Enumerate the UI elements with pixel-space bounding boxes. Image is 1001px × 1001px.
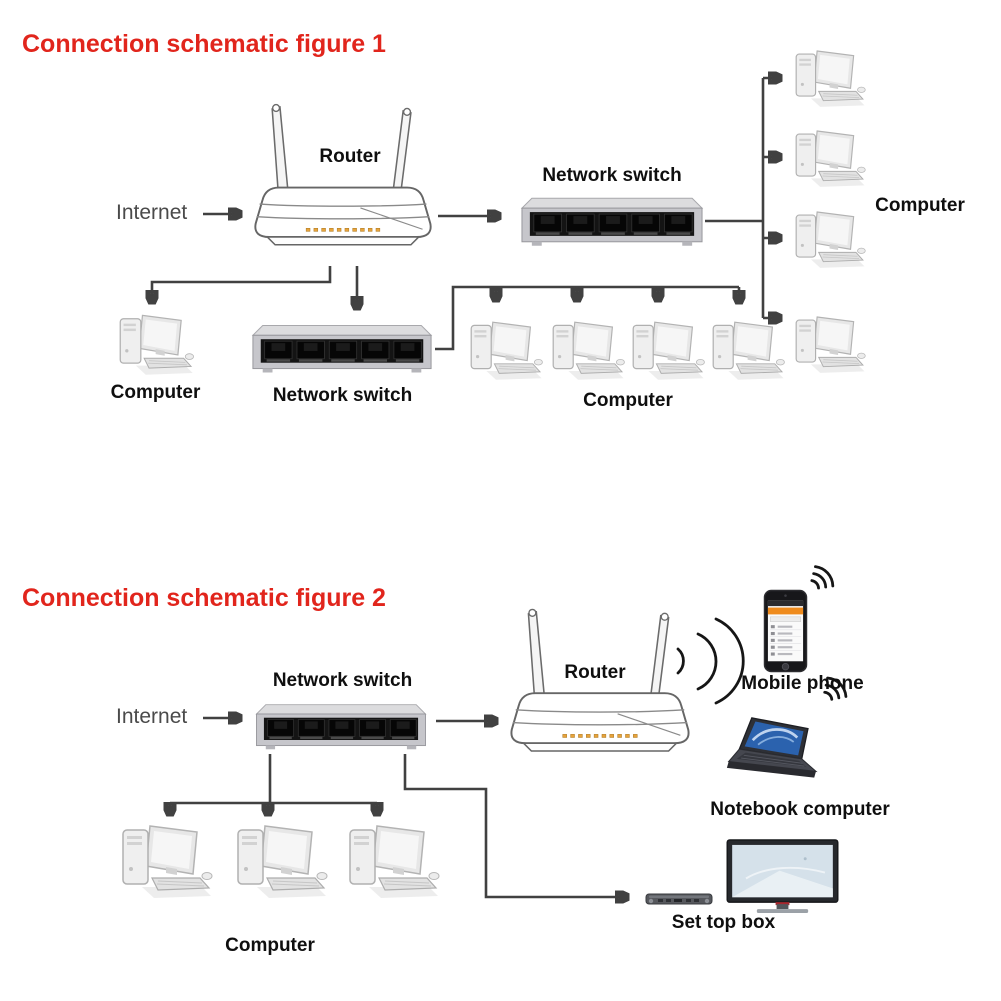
fig2-notebook-label: Notebook computer bbox=[710, 799, 890, 820]
fig1-middle-computer-2-icon bbox=[552, 321, 626, 381]
fig1-switch-to-right-computers-connector bbox=[705, 78, 780, 318]
fig2-router-label: Router bbox=[564, 662, 626, 683]
fig2-phone-wifi-waves-icon bbox=[810, 565, 835, 590]
fig2-computer-1-icon bbox=[122, 825, 213, 899]
fig2-set-top-box-icon bbox=[645, 893, 713, 905]
fig2-switch-to-settopbox-connector bbox=[403, 754, 627, 897]
fig2-set-top-box-label: Set top box bbox=[671, 912, 776, 933]
fig1-left-computer-icon bbox=[119, 314, 195, 376]
fig1-router-icon bbox=[254, 103, 432, 246]
fig1-right-computer-1-icon bbox=[795, 50, 866, 108]
fig2-notebook-computer-icon bbox=[726, 716, 818, 779]
fig2-mobile-phone-icon bbox=[763, 589, 808, 673]
figure2-title: Connection schematic figure 2 bbox=[22, 584, 386, 612]
fig2-computer-label: Computer bbox=[225, 935, 315, 956]
fig2-router-wifi-waves-icon bbox=[676, 617, 745, 705]
fig1-right-computer-3-icon bbox=[795, 211, 866, 269]
fig1-middle-computer-3-icon bbox=[632, 321, 706, 381]
fig1-right-computer-4-icon bbox=[795, 316, 866, 374]
fig1-bottom-network-switch-icon bbox=[252, 325, 432, 373]
fig2-tv-icon bbox=[726, 839, 839, 914]
fig1-router-to-left-computer-connector bbox=[152, 266, 332, 302]
fig2-computer-2-icon bbox=[237, 825, 328, 899]
figure1-title: Connection schematic figure 1 bbox=[22, 30, 386, 58]
fig1-internet-label: Internet bbox=[116, 201, 188, 224]
fig2-mobile-phone-label: Mobile phone bbox=[741, 673, 864, 694]
fig1-top-network-switch-icon bbox=[521, 197, 703, 247]
fig2-network-switch-icon bbox=[256, 704, 426, 750]
fig1-middle-computer-label: Computer bbox=[583, 390, 673, 411]
fig1-router-label: Router bbox=[319, 146, 381, 167]
fig2-switch-label: Network switch bbox=[272, 670, 413, 691]
fig2-notebook-wifi-waves-icon bbox=[823, 676, 848, 701]
fig2-computer-3-icon bbox=[349, 825, 440, 899]
fig1-left-computer-label: Computer bbox=[110, 382, 201, 403]
fig2-switch-to-computers-connector bbox=[170, 754, 377, 814]
fig1-right-computer-2-icon bbox=[795, 130, 866, 188]
fig1-bottom-switch-to-computers-connector bbox=[435, 285, 739, 351]
fig2-internet-label: Internet bbox=[116, 705, 188, 728]
fig1-right-computer-label: Computer bbox=[875, 195, 965, 216]
fig1-bottom-switch-label: Network switch bbox=[272, 385, 413, 406]
fig1-middle-computer-4-icon bbox=[712, 321, 786, 381]
fig1-middle-computer-1-icon bbox=[470, 321, 544, 381]
fig1-top-switch-label: Network switch bbox=[542, 165, 682, 186]
